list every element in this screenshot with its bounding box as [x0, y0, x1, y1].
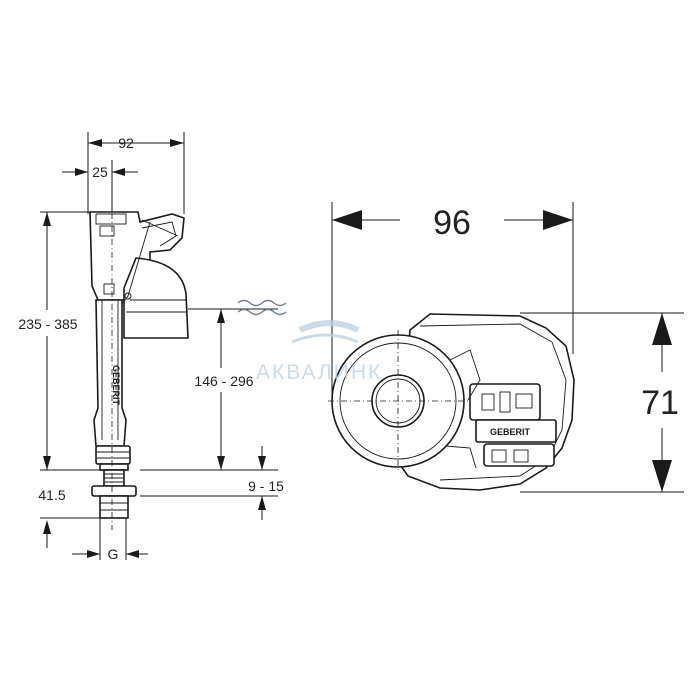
dimension-71-label: 71 [641, 384, 679, 422]
dimension-width-96: 96 [332, 204, 573, 242]
watermark: АКВАЛИНК [256, 320, 382, 384]
dimension-9-15-label: 9 - 15 [248, 478, 284, 494]
side-view: 92 25 235 - 385 146 - 296 [18, 132, 287, 562]
dimension-96-label: 96 [433, 204, 471, 242]
dimension-water-level: 146 - 296 [194, 309, 254, 470]
watermark-text: АКВАЛИНК [256, 361, 382, 384]
dimension-41-5-label: 41.5 [38, 487, 65, 503]
dimension-thread-length: 9 - 15 [248, 446, 284, 520]
dimension-depth-71: 71 [641, 313, 679, 492]
dimension-bottom-offset: 41.5 [38, 487, 66, 548]
watermark-logo-icon [298, 320, 360, 333]
dimension-g-label: G [108, 546, 119, 562]
top-brand-label: GEBERIT [490, 427, 531, 437]
fill-valve-side-drawing: GEBERIT [89, 200, 189, 530]
top-view: 96 71 GEBERIT [328, 202, 684, 493]
dimension-height-range: 235 - 385 [18, 212, 78, 470]
side-brand-label: GEBERIT [111, 365, 121, 406]
dimension-92-label: 92 [118, 135, 134, 151]
dimension-thread-g: G [72, 546, 148, 562]
water-level-icon [237, 299, 287, 316]
dimension-offset-25: 25 [62, 164, 138, 180]
dimension-width-92: 92 [88, 135, 184, 151]
dimension-146-296-label: 146 - 296 [194, 373, 253, 389]
dimension-235-385-label: 235 - 385 [18, 316, 77, 332]
dimension-25-label: 25 [92, 164, 108, 180]
fill-valve-top-drawing: GEBERIT [328, 313, 575, 491]
